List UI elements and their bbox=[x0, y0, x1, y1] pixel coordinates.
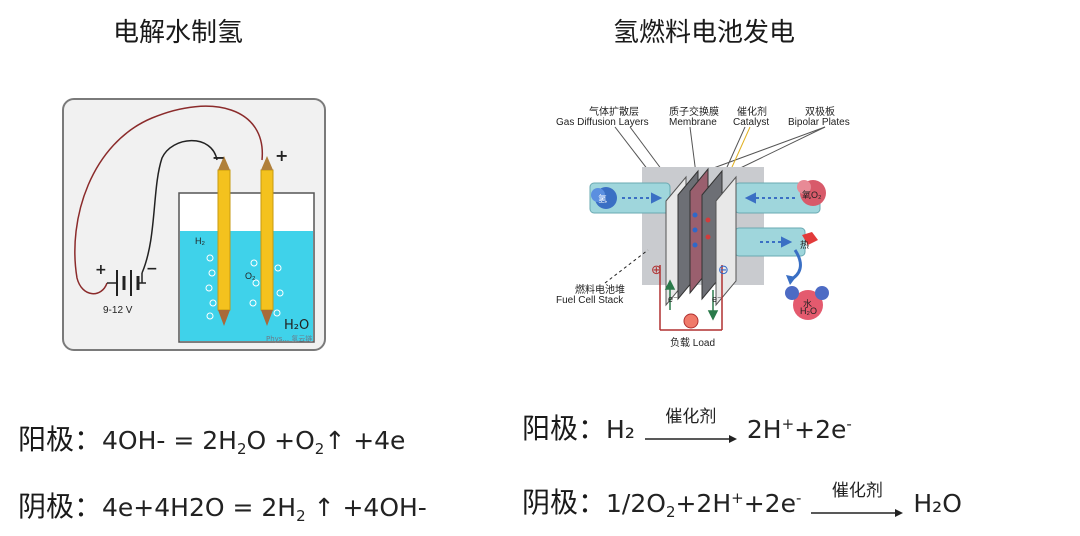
battery-minus-sign: − bbox=[146, 261, 158, 277]
catalyst-cn-label: 催化剂 bbox=[737, 107, 767, 118]
bipolar-en-label: Bipolar Plates bbox=[788, 117, 850, 128]
membrane-cn-label: 质子交换膜 bbox=[669, 107, 719, 118]
hydrogen-label: 氢 bbox=[598, 194, 608, 204]
electrolysis-diagram bbox=[74, 105, 315, 343]
h2-label: H₂ bbox=[195, 236, 205, 246]
electrolysis-anode-equation: 阳极：4OH- = 2H2O +O2↑ +4e bbox=[18, 423, 406, 458]
positive-terminal: ⊕ bbox=[651, 263, 662, 278]
gdl-en-label: Gas Diffusion Layers bbox=[556, 117, 649, 128]
heat-icon bbox=[802, 232, 818, 245]
anode-label-right: 阳极： bbox=[522, 412, 607, 445]
bipolar-cn-label: 双极板 bbox=[805, 107, 835, 118]
membrane-en-label: Membrane bbox=[669, 117, 717, 128]
o2-label: O₂ bbox=[245, 271, 256, 281]
load-label: 负载 Load bbox=[670, 338, 716, 349]
fuel-cell-title: 氢燃料电池发电 bbox=[613, 18, 796, 48]
electrolysis-title: 电解水制氢 bbox=[113, 18, 244, 48]
negative-terminal-sign: − bbox=[212, 148, 226, 167]
fuel-cell-diagram bbox=[589, 126, 829, 331]
anode-electrode bbox=[260, 169, 274, 311]
water-molecule bbox=[793, 290, 823, 320]
electrolysis-cathode-equation: 阴极：4e+4H2O = 2H2 ↑ +4OH- bbox=[18, 490, 427, 525]
oxygen-label: 氧O₂ bbox=[802, 190, 822, 200]
stack-cn-label: 燃料电池堆 bbox=[575, 285, 625, 296]
watermark: Phys... 氢云链 bbox=[266, 335, 313, 343]
gas-bubbles bbox=[205, 254, 284, 320]
battery-voltage-label: 9-12 V bbox=[103, 305, 133, 316]
positive-terminal-sign: + bbox=[275, 146, 289, 165]
water-cn-label: 水 bbox=[803, 299, 813, 309]
stack-en-label: Fuel Cell Stack bbox=[556, 295, 624, 306]
water-fill bbox=[180, 231, 313, 341]
cathode-electrode bbox=[217, 169, 231, 311]
anode-label: 阳极： bbox=[18, 423, 103, 456]
gdl-cn-label: 气体扩散层 bbox=[589, 107, 639, 118]
cathode-label: 阴极： bbox=[18, 490, 103, 523]
catalyst-en-label: Catalyst bbox=[733, 117, 770, 128]
negative-terminal: ⊖ bbox=[718, 263, 729, 278]
catalyst-arrow-2: 催化剂 bbox=[811, 481, 904, 520]
battery-plus-sign: + bbox=[95, 262, 107, 278]
cathode-label-right: 阴极： bbox=[522, 486, 607, 519]
catalyst-arrow: 催化剂 bbox=[644, 407, 737, 446]
heat-label: 热 bbox=[800, 240, 810, 250]
water-formula-label: H₂O bbox=[800, 306, 817, 316]
load-bulb bbox=[683, 313, 699, 329]
wire-negative bbox=[141, 139, 218, 274]
electron-left-label: e⁻ bbox=[668, 294, 678, 304]
bipolar-plate-right bbox=[715, 175, 737, 307]
electron-right-label: e⁻ bbox=[712, 294, 722, 304]
water-label: H₂O bbox=[284, 318, 310, 333]
wire-positive bbox=[74, 105, 263, 295]
